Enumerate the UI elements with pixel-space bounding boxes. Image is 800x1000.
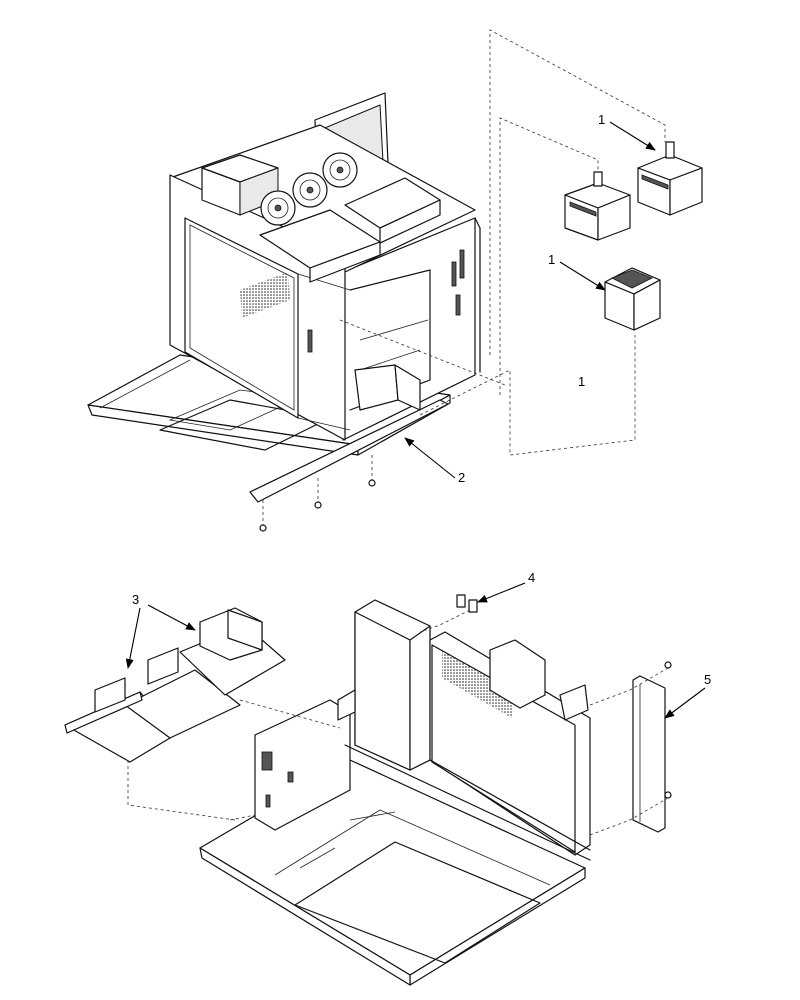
callout-arrow-1b [559,261,606,291]
callout-label-1c: 1 [578,374,585,389]
callout-label-1b: 1 [548,252,555,267]
callout-label-2: 2 [458,470,465,485]
callout-arrow-2 [404,437,456,479]
callout-label-5: 5 [704,672,711,687]
interlock-switches [456,594,478,613]
stirrer-gears [260,152,358,226]
waveguide [259,177,441,283]
cover-plates [64,607,286,763]
tray-screws [259,455,376,532]
transformer [201,154,279,216]
callout-arrow-3b [147,604,196,631]
magnetron-upper-left [564,171,631,241]
callout-arrow-3a [125,607,141,669]
right-side-panel [344,631,591,861]
magnetron-lower [604,267,661,331]
callout-arrow-4 [477,582,526,603]
callout-label-3: 3 [132,592,139,607]
lower-alignment-lines [127,609,669,836]
rear-top-wall [337,599,431,771]
upper-chassis-assembly [87,92,481,532]
lower-chassis-assembly [64,594,672,986]
callout-label-1a: 1 [598,112,605,127]
magnetron-upper-right [637,141,703,216]
magnetron-alignment-lines [339,29,666,456]
callout-arrow-1a [609,121,656,151]
side-bracket [632,661,672,833]
callout-arrow-5 [664,687,706,719]
callout-label-4: 4 [528,570,535,585]
left-side-wall [254,699,351,831]
